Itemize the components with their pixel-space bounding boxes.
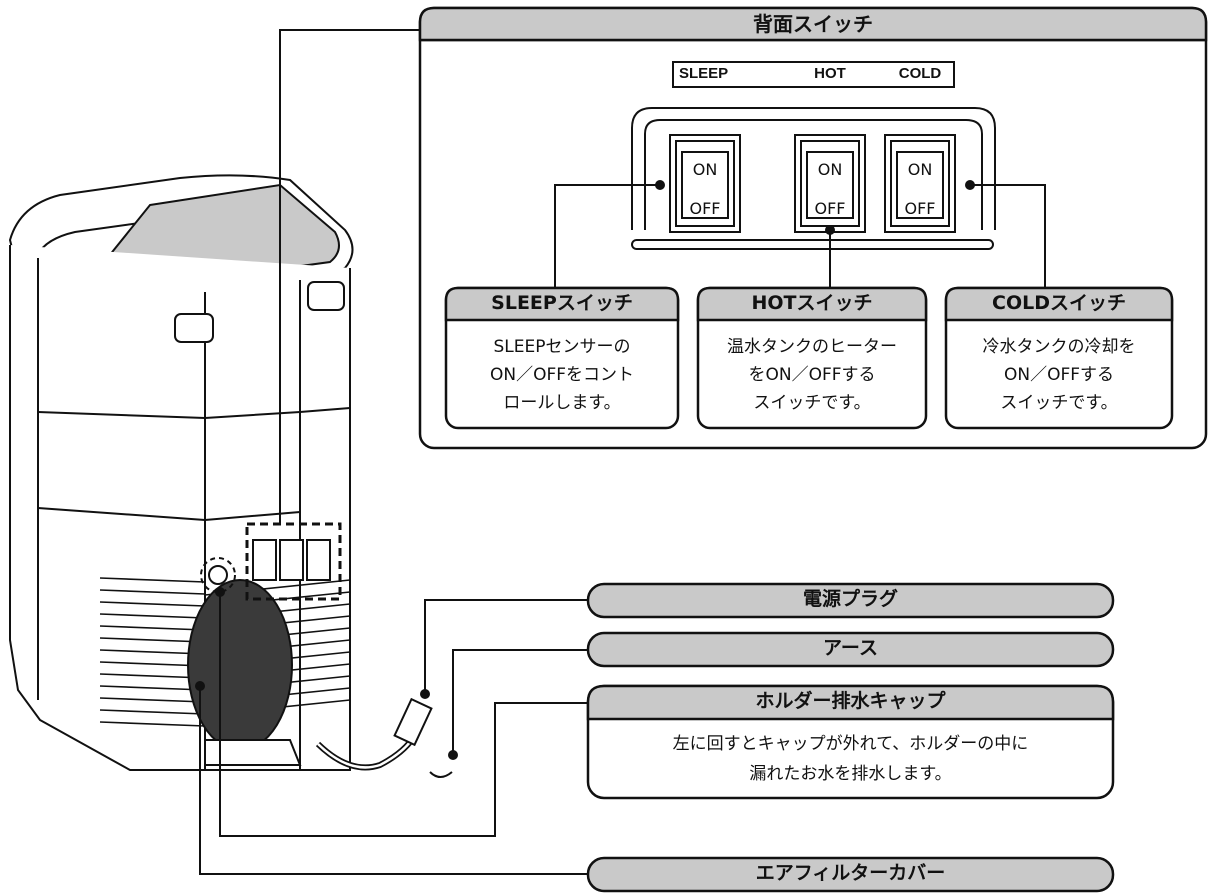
indicator-label-cold: COLD [898,65,942,82]
callout-sleep-line-3: ロールします。 [503,393,621,413]
indicator-label-sleep: SLEEP [679,65,729,82]
label-holder-cap-desc: 左に回すとキャップが外れて、ホルダーの中に 漏れたお水を排水します。 [588,729,1113,789]
label-holder-cap-title: ホルダー排水キャップ [755,690,946,712]
switch-cold-graphic [884,134,956,233]
label-power-plug: 電源プラグ [802,588,898,610]
dispenser-illustration [8,174,453,778]
callout-hot-line-1: 温水タンクのヒーター [727,337,897,357]
rear-switch-panel [418,6,1208,450]
holder-cap-desc-line-1: 左に回すとキャップが外れて、ホルダーの中に [672,734,1029,754]
switch-cold-on: ON [907,160,933,179]
rear-panel-title: 背面スイッチ [753,12,873,36]
label-earth: アース [823,637,878,659]
switch-sleep-on: ON [692,160,718,179]
callout-hot-title: HOTスイッチ [751,292,873,314]
leader-dots [655,180,975,235]
callout-cold-box [944,286,1174,430]
callout-cold-line-2: ON／OFFする [1003,365,1115,385]
label-holder-cap-box [586,684,1115,800]
indicator-label-hot: HOT [814,65,846,82]
label-air-filter: エアフィルターカバー [755,862,946,884]
switch-sleep-graphic [669,134,741,233]
callout-hot-line-2: をON／OFFする [748,365,876,385]
callout-sleep-line-2: ON／OFFをコント [489,365,635,385]
back-switch-thumbnails [252,539,331,581]
callout-hot-box [696,286,928,430]
callout-sleep-box [444,286,680,430]
switch-hot-off: OFF [814,199,846,218]
switch-hot-graphic [794,134,866,233]
callout-hot-desc: 温水タンクのヒーター をON／OFFする スイッチです。 [698,333,926,417]
lower-leader-dots [195,587,458,760]
switch-highlight-box [245,522,342,601]
callout-cold-title: COLDスイッチ [992,292,1126,314]
callout-cold-line-3: スイッチです。 [1000,393,1118,413]
callout-cold-line-1: 冷水タンクの冷却を [982,337,1136,357]
switch-leader-lines [554,184,1046,290]
rear-panel-leader [279,29,420,524]
callout-sleep-desc: SLEEPセンサーの ON／OFFをコント ロールします。 [446,333,678,417]
switch-sleep-off: OFF [689,199,721,218]
callout-hot-line-3: スイッチです。 [753,393,871,413]
callout-sleep-line-1: SLEEPセンサーの [493,337,631,357]
lower-leader-lines [199,592,588,875]
switch-cold-off: OFF [904,199,936,218]
holder-cap-desc-line-2: 漏れたお水を排水します。 [749,764,952,784]
callout-cold-desc: 冷水タンクの冷却を ON／OFFする スイッチです。 [946,333,1172,417]
switch-hot-on: ON [817,160,843,179]
callout-sleep-title: SLEEPスイッチ [491,292,633,314]
